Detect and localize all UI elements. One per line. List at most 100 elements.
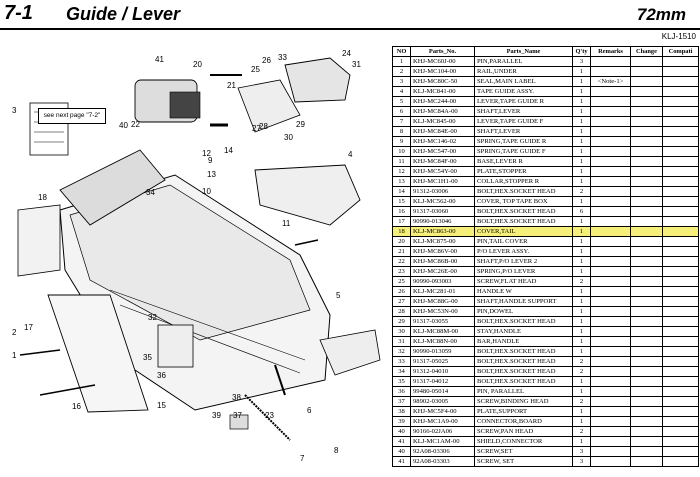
page-title: Guide / Lever bbox=[66, 4, 181, 24]
part-remarks bbox=[590, 116, 631, 127]
part-remarks bbox=[590, 176, 631, 187]
part-quantity: 2 bbox=[572, 426, 591, 437]
part-change bbox=[630, 86, 663, 97]
part-compatibility bbox=[662, 416, 699, 427]
part-number: KHJ-MC84A-00 bbox=[410, 106, 475, 117]
part-compatibility bbox=[662, 166, 699, 177]
callout-number: 25 bbox=[251, 65, 260, 74]
part-number: 90990-093003 bbox=[410, 276, 475, 287]
callout-number: 14 bbox=[224, 146, 233, 155]
part-remarks bbox=[590, 426, 631, 437]
part-compatibility bbox=[662, 406, 699, 417]
part-change bbox=[630, 56, 663, 67]
part-change bbox=[630, 446, 663, 457]
part-name: SCREW, SET bbox=[474, 456, 573, 467]
part-number: 99480-05014 bbox=[410, 386, 475, 397]
part-number: 92A08-03303 bbox=[410, 456, 475, 467]
part-name: BOLT,HEX.SOCKET HEAD bbox=[474, 346, 573, 357]
part-quantity: 1 bbox=[572, 156, 591, 167]
part-name: HANDLE W bbox=[474, 286, 573, 297]
part-remarks bbox=[590, 416, 631, 427]
part-name: BOLT,HEX.SOCKET HEAD bbox=[474, 216, 573, 227]
callout-number: 38 bbox=[232, 393, 241, 402]
part-quantity: 1 bbox=[572, 66, 591, 77]
callout-number: 9 bbox=[208, 156, 213, 165]
callout-number: 26 bbox=[262, 56, 271, 65]
part-compatibility bbox=[662, 116, 699, 127]
part-number-index: 6 bbox=[392, 106, 411, 117]
part-number: 91317-03060 bbox=[410, 206, 475, 217]
part-quantity: 3 bbox=[572, 56, 591, 67]
part-quantity: 1 bbox=[572, 76, 591, 87]
part-compatibility bbox=[662, 136, 699, 147]
part-number: 98902-03005 bbox=[410, 396, 475, 407]
part-number: KLJ-MC562-00 bbox=[410, 196, 475, 207]
under-rail bbox=[47, 294, 149, 413]
part-remarks bbox=[590, 146, 631, 157]
part-remarks bbox=[590, 106, 631, 117]
part-compatibility bbox=[662, 246, 699, 257]
part-change bbox=[630, 416, 663, 427]
part-compatibility bbox=[662, 266, 699, 277]
part-number: KHJ-MC547-00 bbox=[410, 146, 475, 157]
callout-number: 41 bbox=[155, 55, 164, 64]
part-number: KHJ-MC26E-00 bbox=[410, 266, 475, 277]
part-quantity: 2 bbox=[572, 366, 591, 377]
part-number-index: 29 bbox=[392, 316, 411, 327]
part-number: KHJ-MC5F4-00 bbox=[410, 406, 475, 417]
part-change bbox=[630, 356, 663, 367]
part-change bbox=[630, 386, 663, 397]
part-quantity: 1 bbox=[572, 256, 591, 267]
part-quantity: 1 bbox=[572, 406, 591, 417]
callout-number: 39 bbox=[212, 411, 221, 420]
callout-labels: 1234567891011121314151617182021222324252… bbox=[12, 49, 361, 463]
part-name: PIN,TAIL COVER bbox=[474, 236, 573, 247]
part-number: KHJ-MC1H1-00 bbox=[410, 176, 475, 187]
part-number: KHJ-MC86B-00 bbox=[410, 256, 475, 267]
part-number-index: 9 bbox=[392, 136, 411, 147]
part-number: KHJ-MC86V-00 bbox=[410, 246, 475, 257]
part-number-index: 36 bbox=[392, 386, 411, 397]
callout-number: 35 bbox=[143, 353, 152, 362]
part-number: KHJ-MC146-02 bbox=[410, 136, 475, 147]
part-change bbox=[630, 316, 663, 327]
part-remarks bbox=[590, 336, 631, 347]
handle bbox=[284, 57, 351, 103]
part-remarks bbox=[590, 306, 631, 317]
parts-table-header: NO Parts_No. Parts_Name Q'ty Remarks Cha… bbox=[392, 46, 699, 57]
callout-number: 28 bbox=[259, 122, 268, 131]
callout-number: 34 bbox=[146, 188, 155, 197]
part-name: COVER, TOP TAPE BOX bbox=[474, 196, 573, 207]
column-header: Q'ty bbox=[572, 46, 591, 57]
part-number-index: 28 bbox=[392, 306, 411, 317]
part-remarks bbox=[590, 186, 631, 197]
part-number: KHJ-MC88G-00 bbox=[410, 296, 475, 307]
tail-cover bbox=[17, 204, 61, 277]
column-header: Change bbox=[630, 46, 663, 57]
handle-stay bbox=[237, 79, 301, 133]
page-header: 7-1 Guide / Lever 72mm bbox=[0, 0, 700, 30]
part-number-index: 37 bbox=[392, 396, 411, 407]
part-remarks bbox=[590, 216, 631, 227]
part-name: SHAFT,LEVER bbox=[474, 106, 573, 117]
callout-number: 18 bbox=[38, 193, 47, 202]
part-number-index: 15 bbox=[392, 196, 411, 207]
callout-number: 17 bbox=[24, 323, 33, 332]
part-number-index: 16 bbox=[392, 206, 411, 217]
part-change bbox=[630, 166, 663, 177]
callout-number: 4 bbox=[348, 150, 353, 159]
spring bbox=[244, 394, 291, 441]
part-compatibility bbox=[662, 56, 699, 67]
part-compatibility bbox=[662, 86, 699, 97]
part-number-index: 21 bbox=[392, 246, 411, 257]
part-number-index: 40 bbox=[392, 426, 411, 437]
